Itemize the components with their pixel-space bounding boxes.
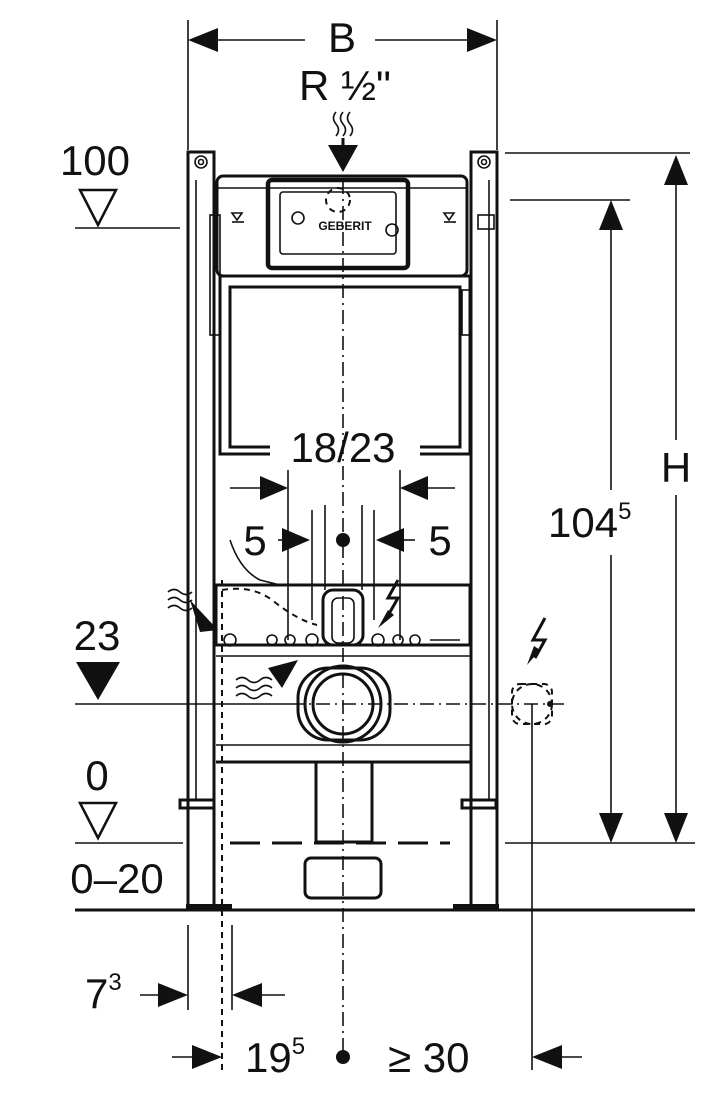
- arrow-left-icon: [532, 1045, 562, 1069]
- cistern-body: [209, 214, 472, 456]
- frame-uprights: [178, 150, 499, 910]
- level-triangle-icon: [77, 188, 119, 228]
- height-main-dimension: 1045: [510, 199, 631, 843]
- flush-spacing-dimension: 18/23: [230, 420, 455, 640]
- center-point-icon: [336, 533, 350, 547]
- floor-range-label: 0–20: [70, 855, 163, 902]
- foot-depth-dimension: 73: [85, 925, 285, 1017]
- water-connection: R ½": [299, 62, 391, 172]
- foot-depth-label: 73: [85, 969, 122, 1017]
- arrow-down-right-icon: [190, 600, 218, 632]
- level-23-label: 23: [74, 612, 121, 659]
- arrow-right-icon: [192, 1045, 222, 1069]
- water-connection-label: R ½": [299, 62, 391, 109]
- offset-dimensions: 5 5: [243, 505, 452, 620]
- offset-right-label: 5: [428, 517, 451, 564]
- bottom-dimensions: 195 ≥ 30: [172, 1033, 582, 1081]
- level-filled-triangle-icon: [76, 662, 120, 700]
- level-23-marker: 23: [74, 612, 121, 700]
- width-label: B: [328, 14, 356, 61]
- arrow-left-icon: [376, 528, 404, 552]
- center-point-icon: [336, 1050, 350, 1064]
- arrow-up-icon: [664, 155, 688, 185]
- min-distance-label: ≥ 30: [388, 1034, 469, 1081]
- arrow-right-icon: [158, 983, 188, 1007]
- arrow-right-icon: [260, 476, 288, 500]
- brand-logo: GEBERIT: [318, 219, 372, 233]
- level-top-label: 100: [60, 137, 130, 184]
- offset-left-label: 5: [243, 517, 266, 564]
- arrow-left-icon: [188, 28, 218, 52]
- arrow-down-icon: [599, 813, 623, 843]
- arrow-left-icon: [232, 983, 262, 1007]
- height-main-label: 1045: [548, 498, 631, 546]
- cistern-top: GEBERIT: [215, 174, 495, 278]
- arrow-down-icon: [664, 813, 688, 843]
- wall-to-drain-label: 195: [245, 1033, 305, 1081]
- level-100-marker: 100: [60, 137, 180, 229]
- arrow-right-icon: [467, 28, 497, 52]
- level-zero-marker: 0 0–20: [70, 752, 163, 902]
- total-height-dimension: H: [505, 152, 691, 843]
- reference-lines: [75, 180, 695, 1070]
- level-zero-label: 0: [85, 752, 108, 799]
- arrow-left-icon: [400, 476, 428, 500]
- arrow-up-icon: [599, 200, 623, 230]
- arrow-right-icon: [282, 528, 310, 552]
- arrow-down-icon: [328, 145, 358, 172]
- electric-icon: [530, 617, 548, 659]
- actuator-plate: [265, 177, 411, 271]
- electric-icon: [385, 579, 401, 613]
- arrow-up-right-icon: [268, 660, 298, 688]
- width-dimension: B: [187, 14, 498, 150]
- electric-socket: [511, 617, 553, 725]
- level-triangle-icon: [77, 801, 119, 841]
- total-height-label: H: [661, 444, 691, 491]
- water-wave-icon: [235, 676, 273, 700]
- water-wave-icon: [332, 111, 354, 137]
- flush-pipe-area: [167, 539, 472, 700]
- water-wave-icon: [167, 588, 193, 612]
